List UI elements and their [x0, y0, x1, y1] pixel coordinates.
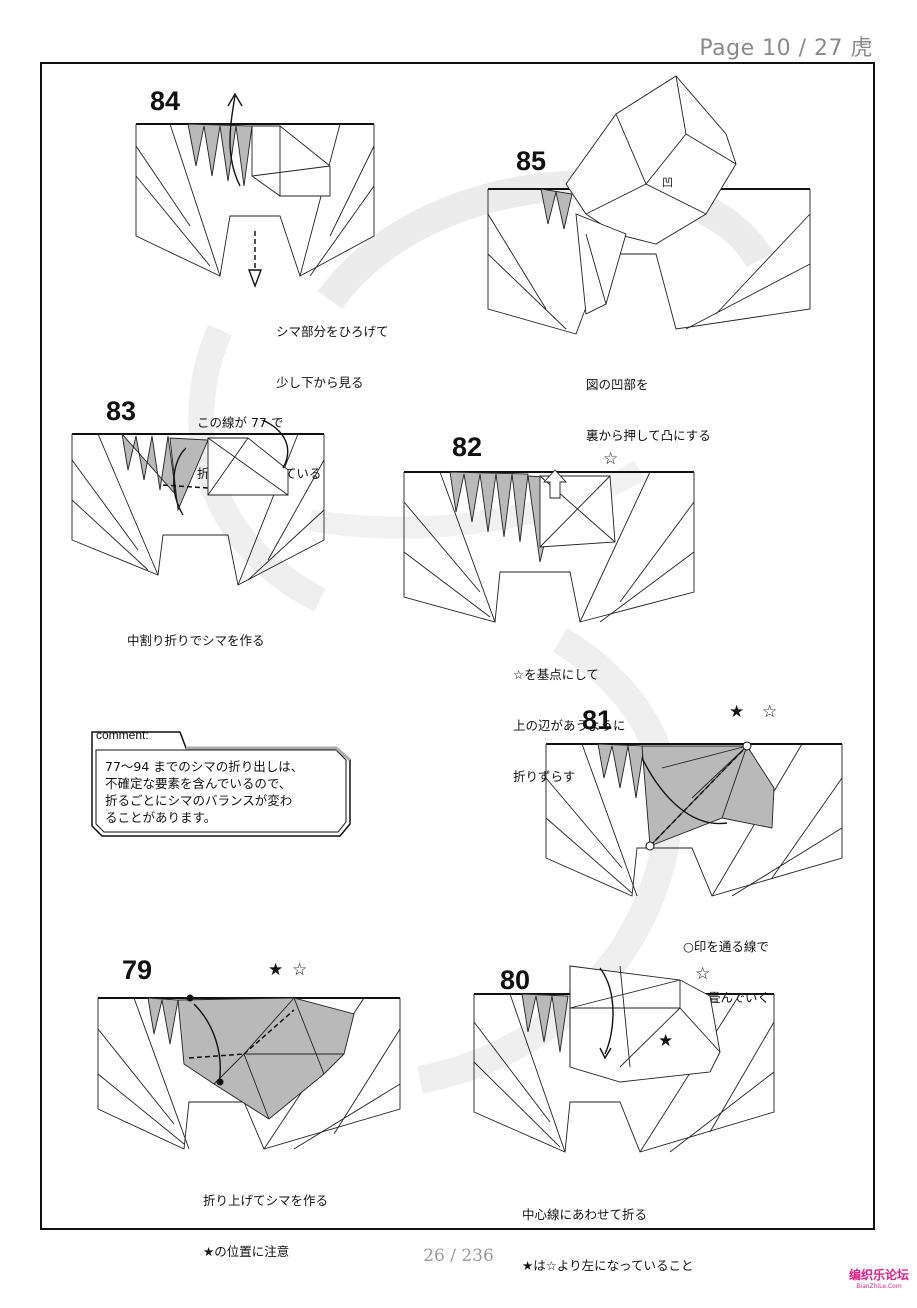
caption-line: 図の凹部を — [586, 377, 649, 392]
caption-line: ☆を基点にして — [513, 667, 599, 682]
star-filled-symbol: ★ — [729, 702, 745, 722]
step-81-diagram — [545, 741, 843, 897]
step-80-diagram — [473, 965, 775, 1153]
comment-tab: comment: — [96, 728, 149, 742]
step-79-caption: 折り上げてシマを作る ★の位置に注意 — [203, 1158, 328, 1294]
caption-line: 少し下から見る — [276, 375, 364, 390]
step-79-diagram — [97, 994, 401, 1150]
concave-mark: 凹 — [662, 176, 673, 189]
star-open-symbol: ☆ — [695, 964, 711, 984]
comment-text: 77～94 までのシマの折り出しは、 不確定な要素を含んでいるので、 折るごとに… — [105, 758, 303, 826]
star-open-symbol: ☆ — [603, 449, 619, 469]
step-85-caption: 図の凹部を 裏から押して凸にする — [586, 342, 711, 478]
step-82-caption: ☆を基点にして 上の辺があうように 折りずらす — [513, 632, 626, 819]
caption-line: ○印を通る線で — [683, 939, 769, 954]
diagram-frame — [40, 62, 875, 1230]
caption-line: ★は☆より左になっていること — [522, 1258, 694, 1273]
step-80-caption: 中心線にあわせて折る ★は☆より左になっていること — [522, 1172, 694, 1308]
page-label: Page 10 / 27 虎 — [699, 36, 873, 61]
step-83-caption: 中割り折りでシマを作る — [127, 598, 265, 683]
star-filled-symbol: ★ — [268, 960, 284, 980]
caption-line: 中心線にあわせて折る — [522, 1207, 648, 1222]
comment-line: 不確定な要素を含んでいるので、 — [105, 776, 292, 791]
comment-frame — [91, 731, 351, 837]
step-83-diagram — [71, 420, 325, 586]
page-counter: 26 / 236 — [423, 1246, 494, 1266]
note-line: この線が 77 で — [197, 415, 284, 430]
step-number: 85 — [516, 146, 547, 176]
step-number: 84 — [150, 86, 181, 116]
caption-line: ★の位置に注意 — [203, 1244, 290, 1259]
watermark-logo: 编织乐论坛 BianZhiLe.Com — [849, 1266, 909, 1290]
step-82-diagram — [403, 469, 695, 623]
star-filled-symbol: ★ — [658, 1031, 674, 1051]
step-85-diagram: 凹 — [487, 75, 811, 335]
caption-line: 裏から押して凸にする — [586, 428, 711, 443]
watermark-sub: BianZhiLe.Com — [856, 1283, 902, 1290]
step-number: 81 — [582, 705, 613, 735]
comment-line: 77～94 までのシマの折り出しは、 — [105, 759, 304, 774]
star-open-symbol: ☆ — [292, 960, 308, 980]
caption-line: 折りずらす — [513, 769, 576, 784]
caption-line: 中割り折りでシマを作る — [127, 633, 265, 648]
caption-line: 折り上げてシマを作る — [203, 1193, 329, 1208]
step-number: 80 — [500, 965, 531, 995]
comment-line: 折るごとにシマのバランスが変わ — [105, 793, 293, 808]
step-84-caption: シマ部分をひろげて 少し下から見る — [276, 289, 389, 425]
star-open-symbol: ☆ — [762, 702, 778, 722]
step-84-diagram — [135, 92, 375, 288]
caption-line: シマ部分をひろげて — [276, 324, 389, 339]
watermark-main: 编织乐论坛 — [848, 1268, 909, 1282]
step-number: 79 — [122, 955, 153, 985]
step-number: 83 — [106, 396, 137, 426]
comment-box: comment: 77～94 までのシマの折り出しは、 不確定な要素を含んでいる… — [88, 728, 351, 837]
comment-line: ることがあります。 — [105, 810, 217, 825]
step-number: 82 — [452, 432, 483, 462]
caption-line: 上の辺があうように — [513, 718, 626, 733]
